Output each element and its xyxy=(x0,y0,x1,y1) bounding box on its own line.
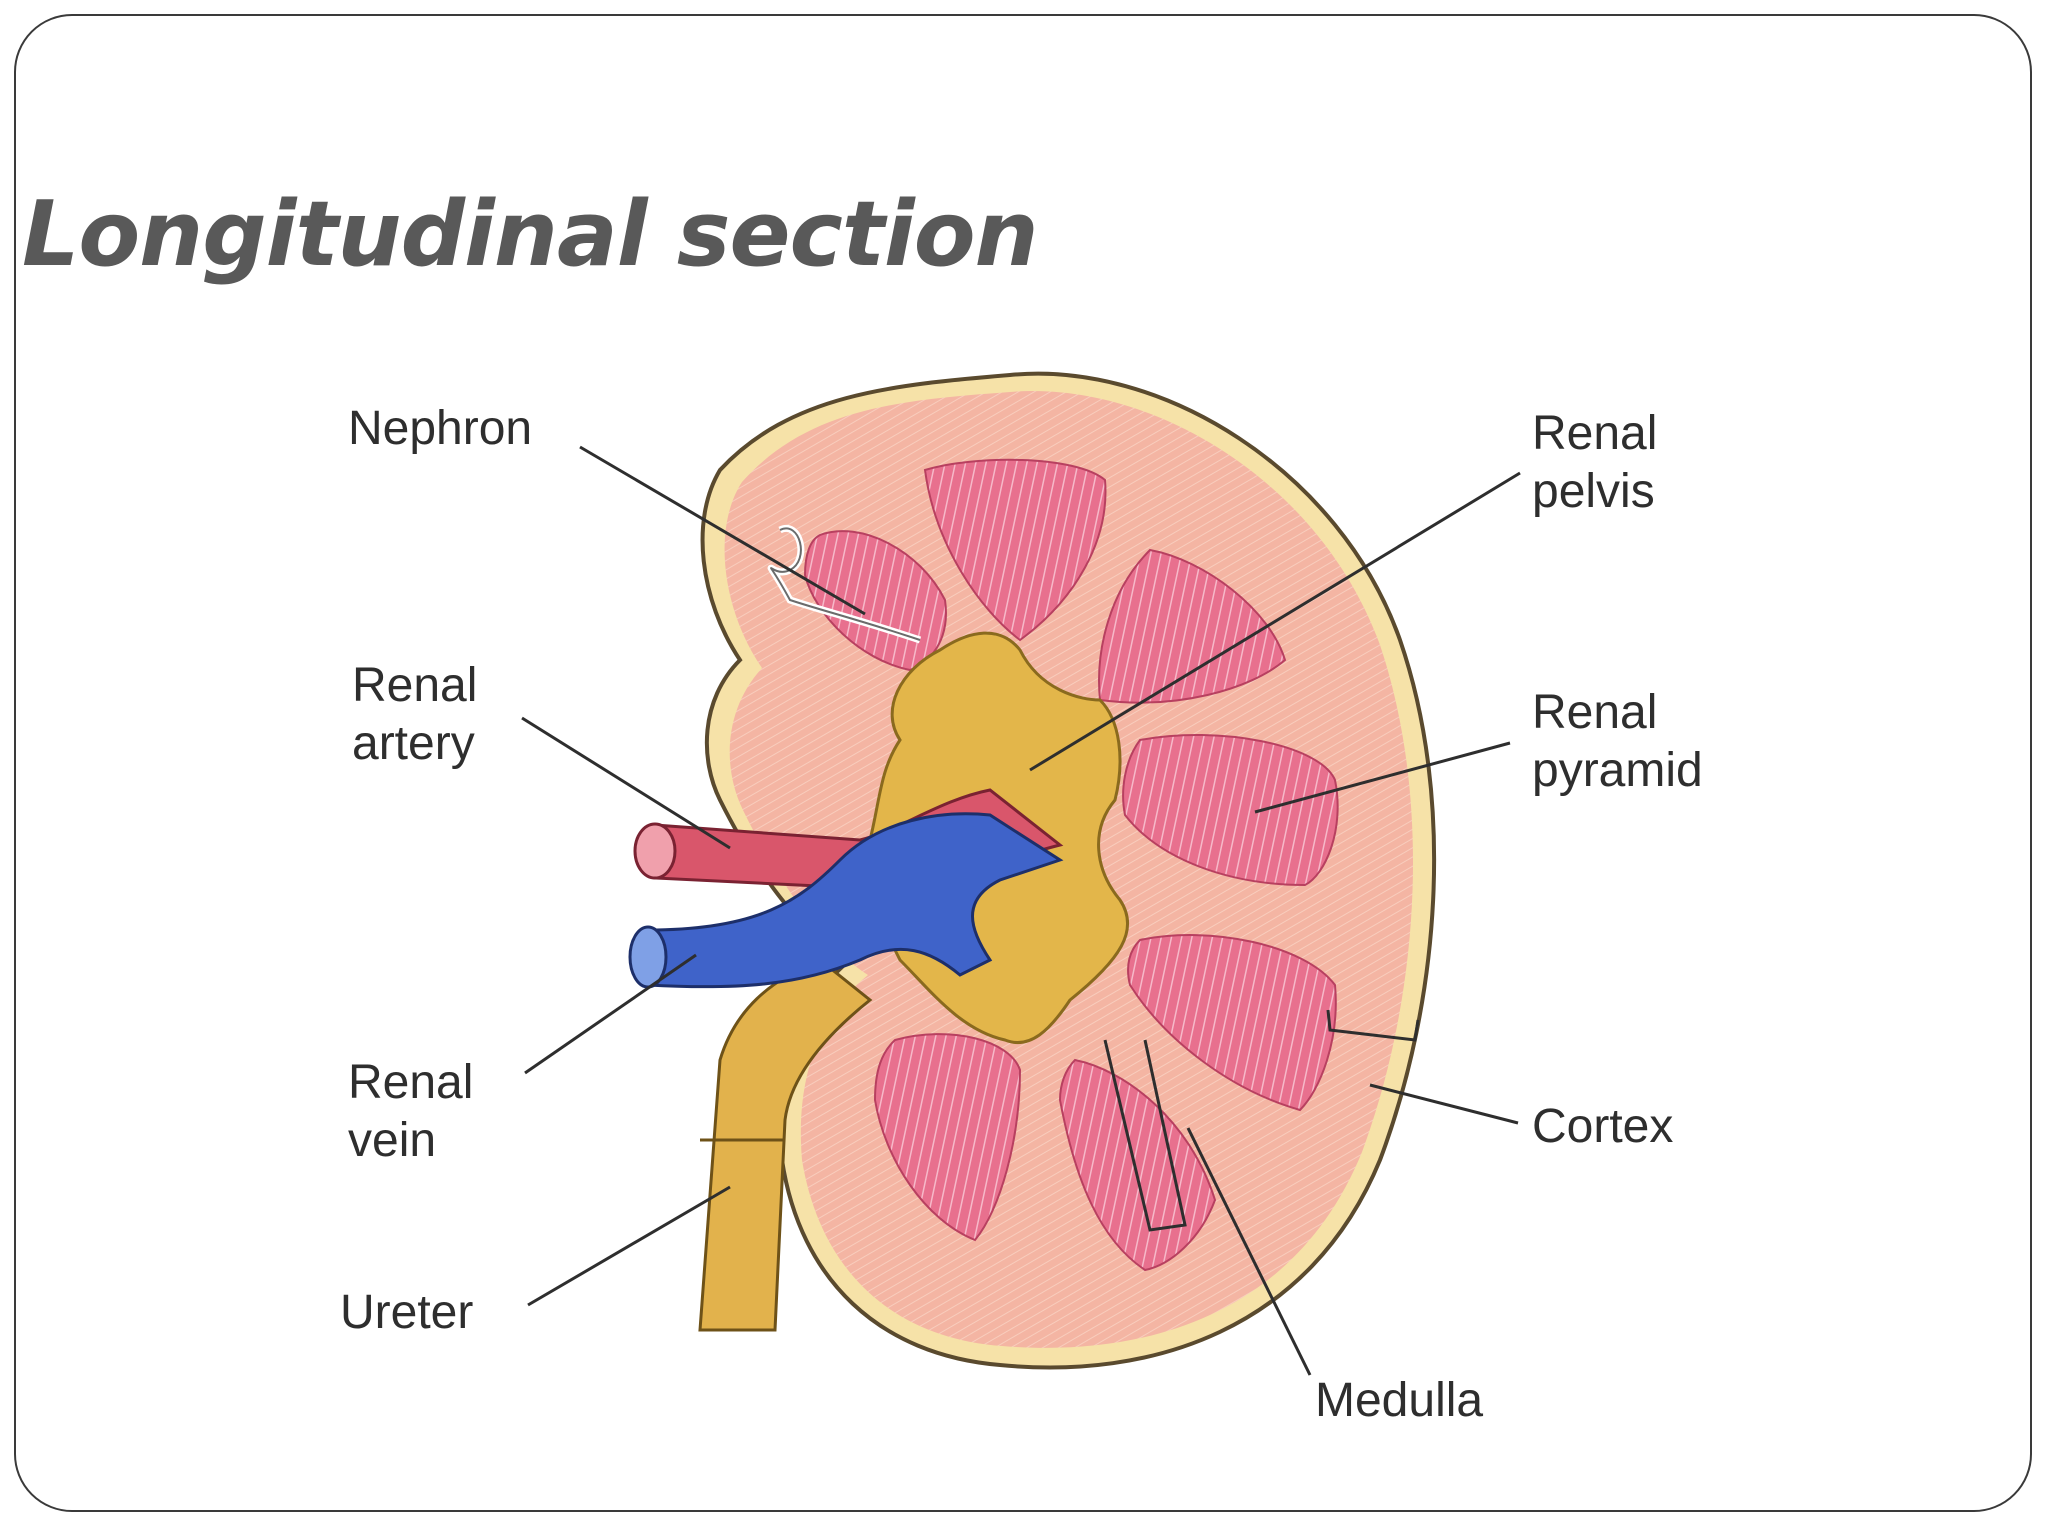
slide-title: Longitudinal section xyxy=(22,182,1039,287)
label-ureter: Ureter xyxy=(340,1286,474,1339)
label-nephron: Nephron xyxy=(348,402,533,455)
renal-vein xyxy=(646,812,1064,989)
medulla-leader xyxy=(1186,1127,1312,1376)
ureter xyxy=(698,958,873,1332)
renal-vein-leader xyxy=(524,953,697,1075)
label-renal-vein: Renal vein xyxy=(348,1056,474,1167)
ureter-leader xyxy=(527,1185,731,1307)
label-cortex: Cortex xyxy=(1532,1100,1674,1153)
label-renal-pelvis: Renal pelvis xyxy=(1532,407,1658,518)
cortex-bracket xyxy=(1326,1009,1420,1042)
cortex-leader xyxy=(1369,1083,1519,1125)
renal-pelvis-leader xyxy=(1029,471,1521,772)
renal-pyramid-leader xyxy=(1254,741,1511,814)
label-renal-pyramid: Renal pyramid xyxy=(1532,686,1703,797)
leader-lines xyxy=(521,445,1521,1376)
renal-pyramids xyxy=(803,458,1339,1272)
label-renal-artery: Renal artery xyxy=(352,659,478,770)
medulla-bracket xyxy=(1103,1039,1187,1232)
renal-artery-leader xyxy=(521,716,731,850)
label-medulla: Medulla xyxy=(1315,1374,1484,1427)
nephron-leader xyxy=(579,445,866,616)
